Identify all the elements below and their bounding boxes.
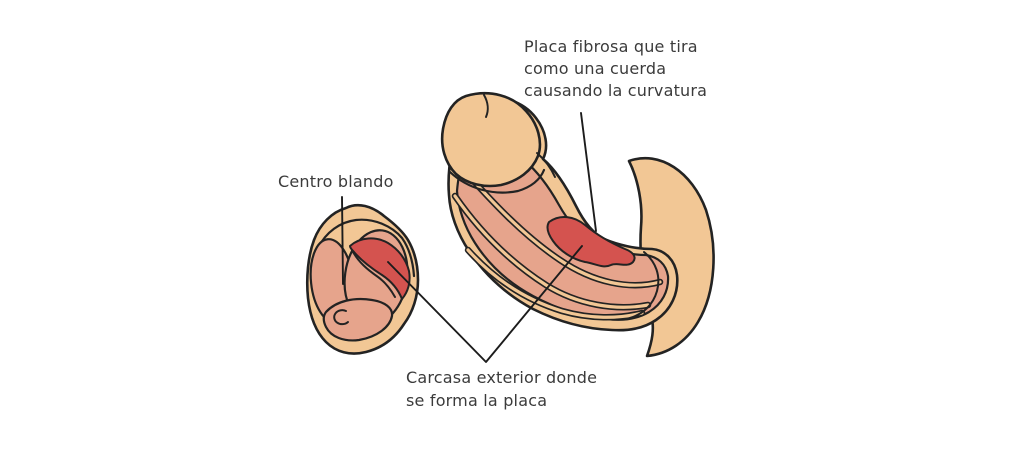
cross-section-view (305, 203, 420, 355)
leader-lines (341, 112, 597, 363)
corona-fold-line (448, 168, 546, 194)
shaft-stripe-2-fill (453, 194, 650, 309)
glans (440, 92, 542, 188)
shaft-plaque (546, 216, 636, 268)
plaque-boundary-line (351, 249, 396, 298)
leader-line-fibrous-plaque (580, 112, 597, 232)
side-view (440, 92, 715, 358)
label-soft-center: Centro blando (278, 172, 394, 191)
shaft-stripe-3-fill (466, 248, 644, 319)
skin-fold-line (536, 152, 556, 178)
shaft-stripe-1-fill (460, 166, 662, 287)
urethra-circle (333, 309, 349, 326)
label-fibrous-plaque: Placa fibrosa que tira como una cuerda c… (524, 37, 708, 100)
cross-section-ring-line (316, 218, 416, 278)
label-outer-shell: Carcasa exterior donde se forma la placa (406, 368, 598, 410)
shaft-cap-contour-line (629, 251, 660, 319)
leader-line-outer-shell (387, 245, 583, 363)
glans-cleft-line (483, 94, 489, 118)
leader-line-soft-center (341, 196, 344, 285)
